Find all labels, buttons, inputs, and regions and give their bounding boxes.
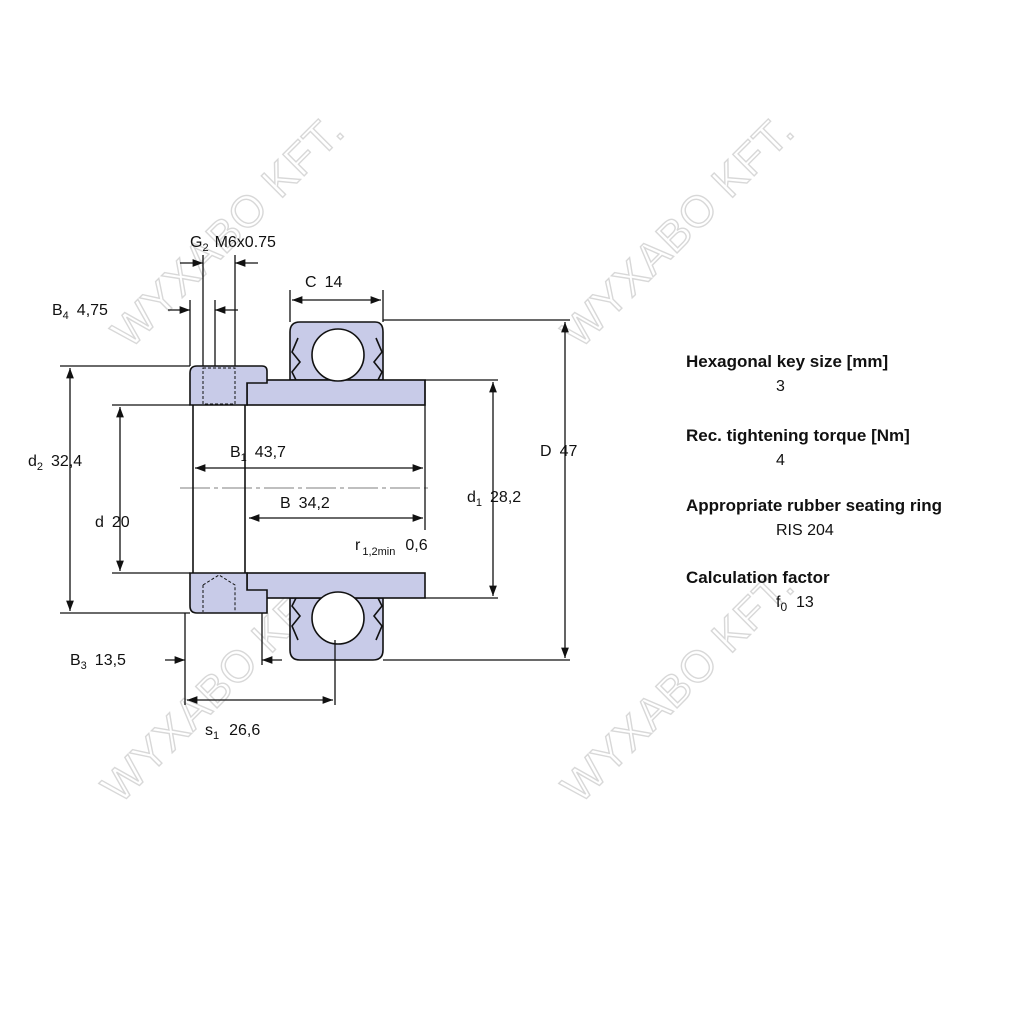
dimension-lines (60, 255, 570, 705)
info-calc-factor: Calculation factor f0 13 (686, 568, 830, 614)
info-label: Hexagonal key size [mm] (686, 352, 889, 371)
info-label: Appropriate rubber seating ring (686, 496, 942, 515)
info-value: 4 (776, 452, 785, 469)
info-value: f0 13 (776, 594, 814, 615)
svg-text:WYXABO KFT.: WYXABO KFT. (552, 105, 804, 357)
info-torque: Rec. tightening torque [Nm] 4 (686, 426, 910, 470)
info-label: Rec. tightening torque [Nm] (686, 426, 910, 445)
svg-text:WYXABO KFT.: WYXABO KFT. (102, 105, 354, 357)
bearing-section (189, 321, 426, 661)
info-value: RIS 204 (776, 522, 834, 539)
info-value: 3 (776, 378, 785, 395)
info-seating-ring: Appropriate rubber seating ring RIS 204 (686, 496, 942, 540)
info-hex-key: Hexagonal key size [mm] 3 (686, 352, 888, 396)
info-label: Calculation factor (686, 568, 830, 587)
